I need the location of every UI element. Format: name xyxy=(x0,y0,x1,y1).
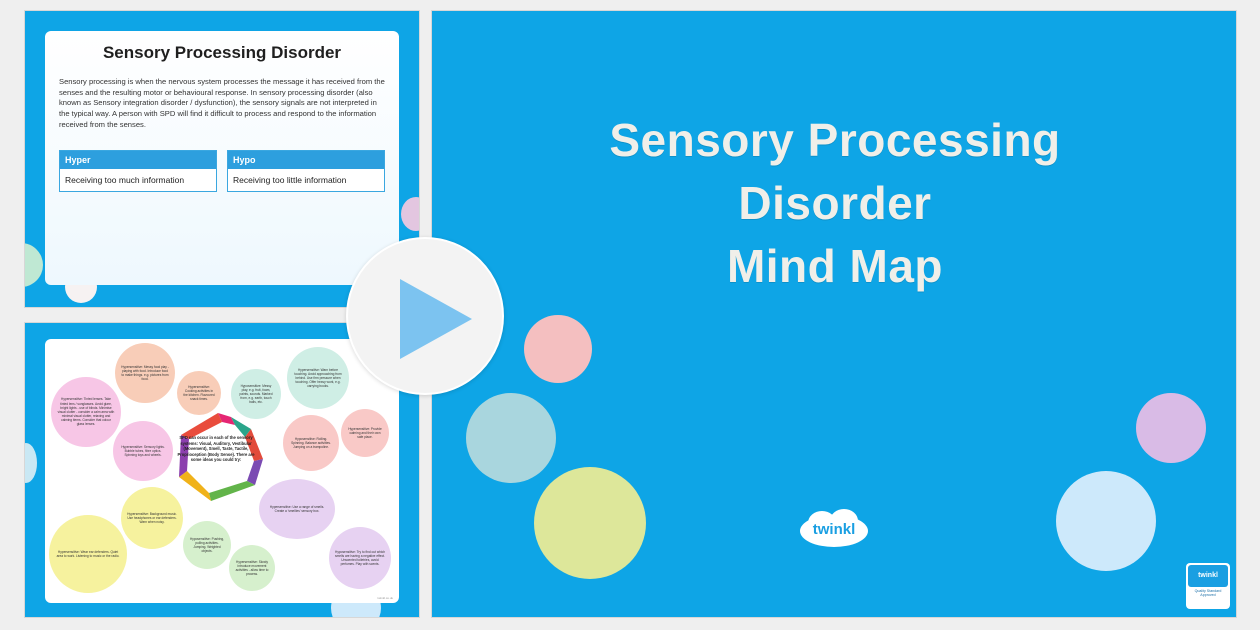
hyper-hypo-table: Hyper Receiving too much information Hyp… xyxy=(59,150,385,192)
mind-map-center-text: SPD can occur in each of the sensory sys… xyxy=(177,435,255,463)
cloud-icon xyxy=(800,509,868,547)
segment-taste-2 xyxy=(181,413,222,439)
decor-dot xyxy=(466,393,556,483)
table-header: Hypo xyxy=(228,151,384,169)
mind-map-bubble: Hypersensitive: Provide calming and thei… xyxy=(341,409,389,457)
title-line: Disorder xyxy=(738,177,932,229)
segment-taste xyxy=(218,413,235,425)
mind-map-bubble: Hyposensitive: Messy play, e.g. fruit, f… xyxy=(231,369,281,419)
slide-content-card: Sensory Processing Disorder Sensory proc… xyxy=(45,31,399,285)
segment-proprioception xyxy=(209,481,255,501)
mind-map-bubble: Hypersensitive: Wear ear defenders. Quie… xyxy=(49,515,127,593)
decor-dot xyxy=(1136,393,1206,463)
mind-map-card: Hypersensitive: Tinted lenses. Take tint… xyxy=(45,339,399,603)
mind-map-bubble: Hyposensitive: Pushing, pulling activiti… xyxy=(183,521,231,569)
segment-smell xyxy=(247,459,263,485)
title-line: Mind Map xyxy=(726,240,944,292)
mind-map-bubble: Hypersensitive: Sensory lights. Bubble t… xyxy=(113,421,173,481)
decor-dot xyxy=(534,467,646,579)
mind-map-bubble: Hyposensitive: Rolling. Spinning. Balanc… xyxy=(283,415,339,471)
decor-dot xyxy=(25,243,43,287)
table-header: Hyper xyxy=(60,151,216,169)
badge-label: Quality Standard Approved xyxy=(1194,589,1222,598)
segment-vestibular xyxy=(245,429,263,461)
mind-map-bubble: Hypersensitive: Cooking activities in th… xyxy=(177,371,221,415)
mind-map-bubble: Hypersensitive: Background music. Use he… xyxy=(121,487,183,549)
decor-dot xyxy=(1056,471,1156,571)
sensory-wheel xyxy=(179,413,263,501)
table-cell: Receiving too much information xyxy=(65,175,185,185)
hypo-column: Hypo Receiving too little information xyxy=(227,150,385,192)
play-icon xyxy=(400,279,472,359)
mind-map-bubble: Hypersensitive: Warn before touching. Av… xyxy=(287,347,349,409)
logo-text: twinkl xyxy=(812,521,856,538)
mind-map-bubble: Hypersensitive: Messy food play - playin… xyxy=(115,343,175,403)
table-cell: Receiving too little information xyxy=(233,175,347,185)
slide-thumbnail-1[interactable]: Sensory Processing Disorder Sensory proc… xyxy=(24,10,420,308)
footer-text: twinkl.co.uk xyxy=(377,596,393,600)
segment-tactile xyxy=(231,417,251,437)
decor-dot xyxy=(524,315,592,383)
twinkl-logo: twinkl xyxy=(798,507,870,551)
title-line: Sensory Processing xyxy=(609,114,1061,166)
mind-map-bubble: Hypersensitive: Use a range of smells. C… xyxy=(259,479,335,539)
play-button[interactable] xyxy=(346,237,504,395)
badge-logo: twinkl xyxy=(1188,565,1228,587)
main-slide: Sensory Processing Disorder Mind Map twi… xyxy=(431,10,1237,618)
mind-map-bubble: Hyposensitive: Try to find out which sme… xyxy=(329,527,391,589)
decor-dot xyxy=(25,443,37,483)
mind-map-bubble: Hypersensitive: Tinted lenses. Take tint… xyxy=(51,377,121,447)
decor-dot xyxy=(401,197,419,231)
segment-sound xyxy=(179,471,211,501)
presentation-title: Sensory Processing Disorder Mind Map xyxy=(432,109,1236,298)
slide-thumbnail-2[interactable]: Hypersensitive: Tinted lenses. Take tint… xyxy=(24,322,420,618)
slide-title: Sensory Processing Disorder xyxy=(102,43,342,62)
slide-paragraph: Sensory processing is when the nervous s… xyxy=(59,77,385,129)
quality-badge: twinkl Quality Standard Approved xyxy=(1186,563,1230,609)
mind-map-bubble: Hypersensitive: Slowly introduce movemen… xyxy=(229,545,275,591)
segment-visual xyxy=(179,435,189,477)
hyper-column: Hyper Receiving too much information xyxy=(59,150,217,192)
